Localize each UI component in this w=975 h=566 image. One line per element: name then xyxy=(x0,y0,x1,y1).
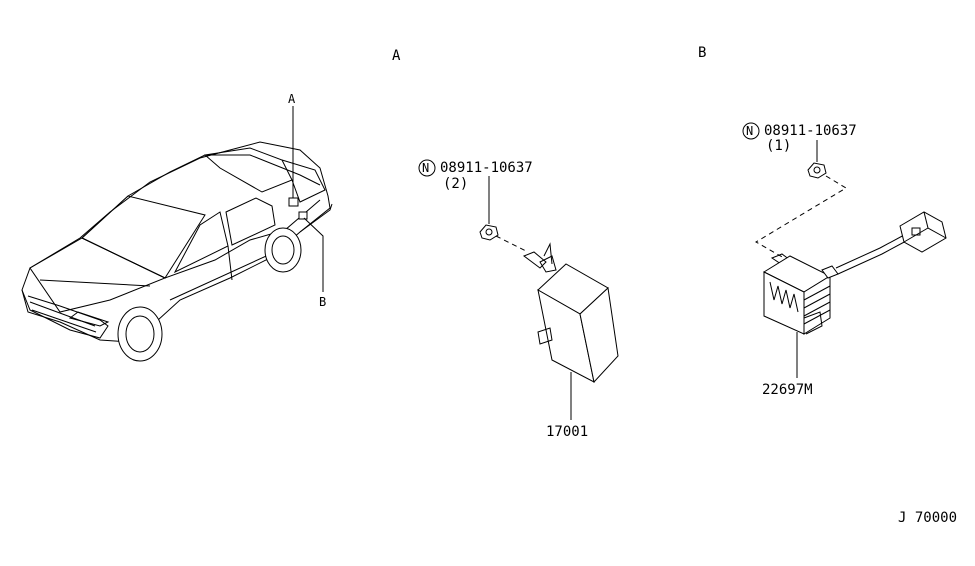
module-side xyxy=(579,286,619,384)
view-a-nut-qty: (2) xyxy=(443,176,468,192)
car-front-window xyxy=(173,211,229,274)
view-a-nut-number: 08911-10637 xyxy=(440,160,533,176)
regulator-wire-2 xyxy=(837,239,909,275)
car-marker-a xyxy=(288,197,299,207)
view-b-nut-number: 08911-10637 xyxy=(764,123,857,139)
car-rear-bumper xyxy=(299,203,333,233)
nut-symbol-circle-b xyxy=(742,122,760,140)
nut-b-hole xyxy=(813,166,821,174)
harness-plug xyxy=(899,211,947,253)
car-door-seam xyxy=(227,245,233,281)
view-b-nut-qty: (1) xyxy=(766,138,791,154)
car-rear-window xyxy=(225,197,276,246)
regulator-fin-3 xyxy=(803,301,831,317)
leader-b xyxy=(303,217,324,292)
car-marker-b xyxy=(298,211,308,220)
view-a-module xyxy=(522,242,619,420)
nut-a-dash xyxy=(495,235,529,253)
car-callout-b: B xyxy=(319,295,326,309)
regulator-front-fins xyxy=(769,281,799,313)
regulator-fin-2 xyxy=(803,293,831,309)
view-a-title: A xyxy=(392,48,401,64)
car-front-bumper xyxy=(21,289,109,339)
module-bracket xyxy=(543,242,553,265)
car-rear-wheel xyxy=(264,227,302,273)
nut-a-hole xyxy=(485,228,493,236)
car-headlight xyxy=(68,311,110,327)
harness-plug-latch xyxy=(911,227,921,236)
car-illustration xyxy=(21,106,333,362)
regulator-tab xyxy=(803,311,823,335)
module-stud-base xyxy=(539,255,557,273)
car-grille-line-2 xyxy=(31,309,97,333)
view-b-title: B xyxy=(698,45,706,61)
car-callout-a: A xyxy=(288,92,296,106)
car-hood-crease xyxy=(39,279,151,287)
view-b-regulator-number: 22697M xyxy=(762,382,813,398)
diagram-code: J 70000 xyxy=(898,510,957,526)
nut-b-shape xyxy=(807,162,827,179)
view-a-nut-callout: N 08911-10637 (2) xyxy=(418,159,533,224)
car-trunk xyxy=(281,159,326,203)
view-b-regulator xyxy=(762,211,947,378)
view-a-nut xyxy=(479,224,529,253)
view-a-module-number: 17001 xyxy=(546,424,588,440)
module-lower-stud xyxy=(537,327,553,345)
nut-b-dash xyxy=(755,175,847,259)
car-side-crease xyxy=(169,251,276,301)
car-front-hub xyxy=(125,315,155,353)
nut-symbol-circle-a xyxy=(418,159,436,177)
nut-symbol-a: N xyxy=(422,161,429,175)
regulator-wire-1 xyxy=(835,233,907,269)
regulator-fin-4 xyxy=(803,309,831,325)
regulator-fin-1 xyxy=(803,285,831,301)
car-front-wheel xyxy=(117,306,163,362)
view-b-nut-callout: N 08911-10637 (1) xyxy=(742,122,857,162)
view-b-nut xyxy=(755,162,847,259)
car-rear-hub xyxy=(271,235,295,265)
regulator-side xyxy=(803,275,831,335)
nut-symbol-b: N xyxy=(746,124,753,138)
module-stud xyxy=(522,251,547,269)
nut-a-shape xyxy=(479,224,499,241)
